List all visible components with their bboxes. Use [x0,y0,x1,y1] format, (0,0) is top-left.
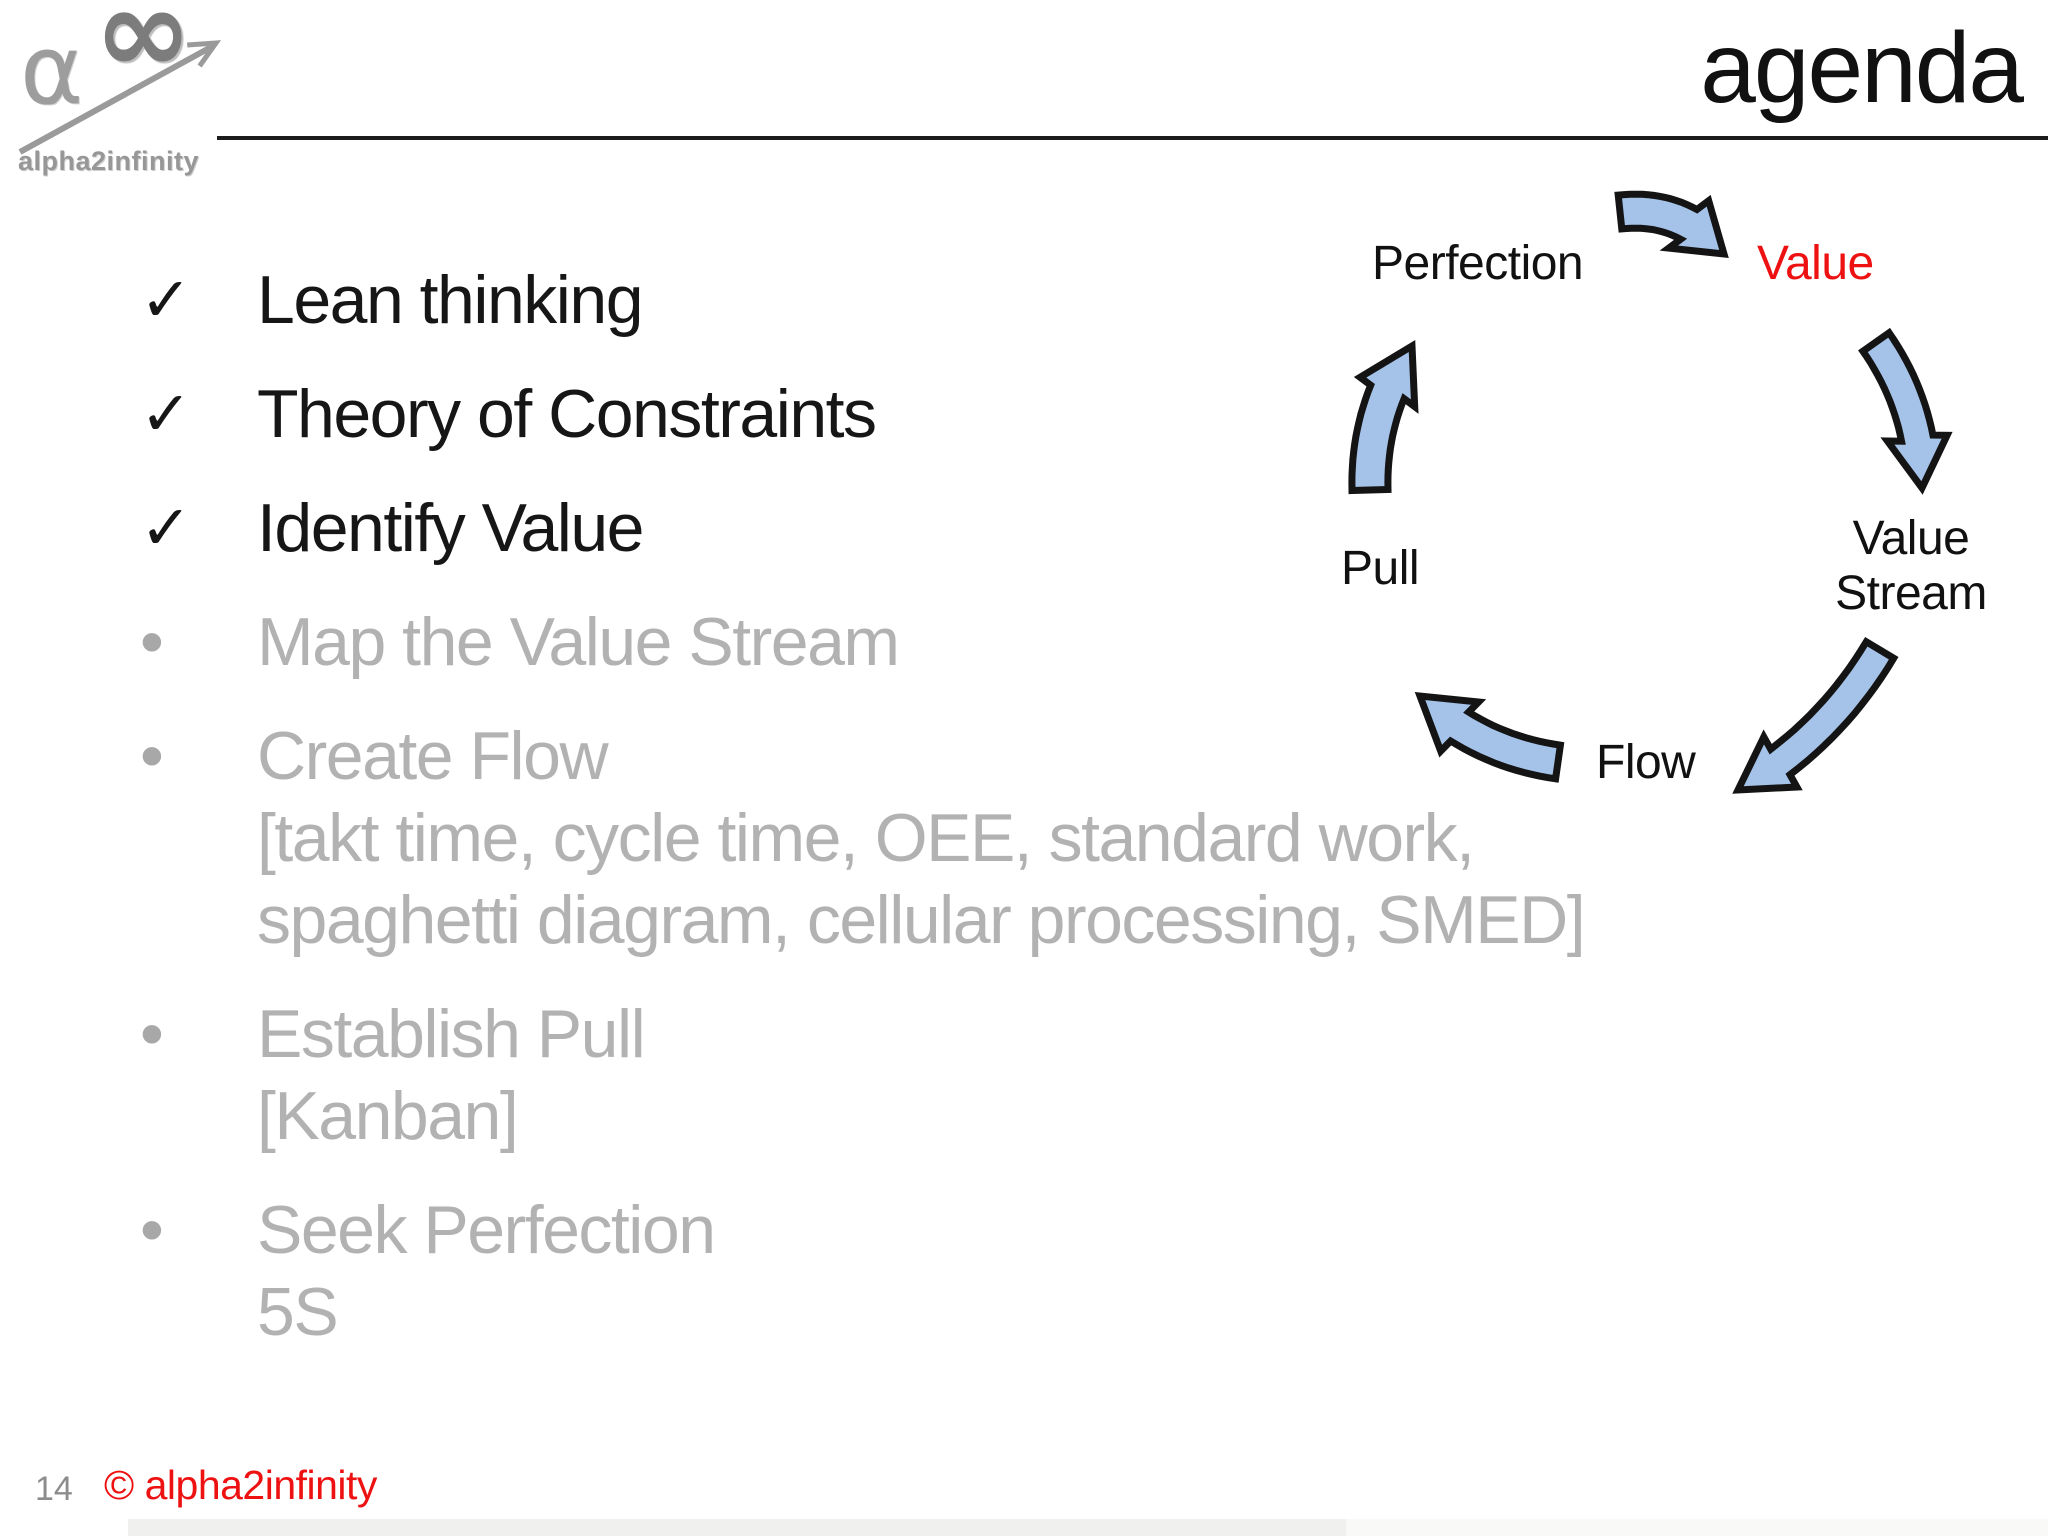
cycle-label-line: Value [1757,237,1874,290]
agenda-item-text: Theory of Constraints [257,373,1590,455]
page-number: 14 [35,1470,73,1508]
alpha-glyph: α [20,14,84,126]
check-icon: ✓ [140,491,192,564]
agenda-item: ✓ Lean thinking [140,259,1590,341]
bottom-strip [128,1519,1346,1536]
agenda-item: ✓ Identify Value [140,487,1590,569]
agenda-item-text: Lean thinking [257,259,1590,341]
infinity-glyph: ∞ [94,0,193,100]
check-icon: ✓ [140,263,192,336]
bullet-icon: • [140,1192,164,1268]
agenda-item-line: Identify Value [257,490,645,566]
cycle-label-line: Stream [1835,567,1987,620]
agenda-list: ✓ Lean thinking ✓ Theory of Constraints ✓ Ide… [140,259,1590,1385]
check-icon: ✓ [140,377,192,450]
cycle-arrow-value-to-value-stream [1858,327,1953,495]
bullet-icon: • [140,604,164,680]
logo: α ∞ alpha2infinity [8,0,248,182]
agenda-item-line: spaghetti diagram, cellular processing, … [257,882,1586,958]
agenda-item-text: Create Flow[takt time, cycle time, OEE, … [257,715,1590,961]
bottom-strip-light [1346,1519,2048,1536]
bullet-icon: • [140,718,164,794]
bullet-icon: • [140,996,164,1072]
brand-text: alpha2infinity [18,146,200,176]
agenda-item: • Map the Value Stream [140,601,1590,683]
agenda-item-line: Establish Pull [257,996,646,1072]
cycle-label-value: Value [1757,236,1874,291]
cycle-label-line: Value [1852,512,1970,565]
cycle-arrow-value-stream-to-flow [1732,637,1899,794]
agenda-item-text: Identify Value [257,487,1590,569]
agenda-item-text: Establish Pull[Kanban] [257,993,1590,1157]
agenda-item-line: Theory of Constraints [257,376,877,452]
agenda-item-line: Seek Perfection [257,1192,716,1268]
agenda-item-line: Lean thinking [257,262,644,338]
agenda-item-line: [Kanban] [257,1078,519,1154]
agenda-item-line: Map the Value Stream [257,604,900,680]
agenda-item-line: [takt time, cycle time, OEE, standard wo… [257,800,1475,876]
agenda-item-line: 5S [257,1274,339,1350]
cycle-label-flow: Flow [1596,735,1696,790]
agenda-item-line: Create Flow [257,718,609,794]
cycle-label-line: Flow [1596,736,1696,789]
agenda-item: • Create Flow[takt time, cycle time, OEE,… [140,715,1590,961]
agenda-item-text: Map the Value Stream [257,601,1590,683]
title-rule [217,136,2048,140]
page-title: agenda [1700,12,2024,124]
cycle-arrow-perfection-to-value [1614,190,1729,259]
agenda-item: • Establish Pull[Kanban] [140,993,1590,1157]
copyright-text: © alpha2infinity [104,1462,377,1508]
logo-arrow-icon [18,40,222,155]
agenda-item: ✓ Theory of Constraints [140,373,1590,455]
